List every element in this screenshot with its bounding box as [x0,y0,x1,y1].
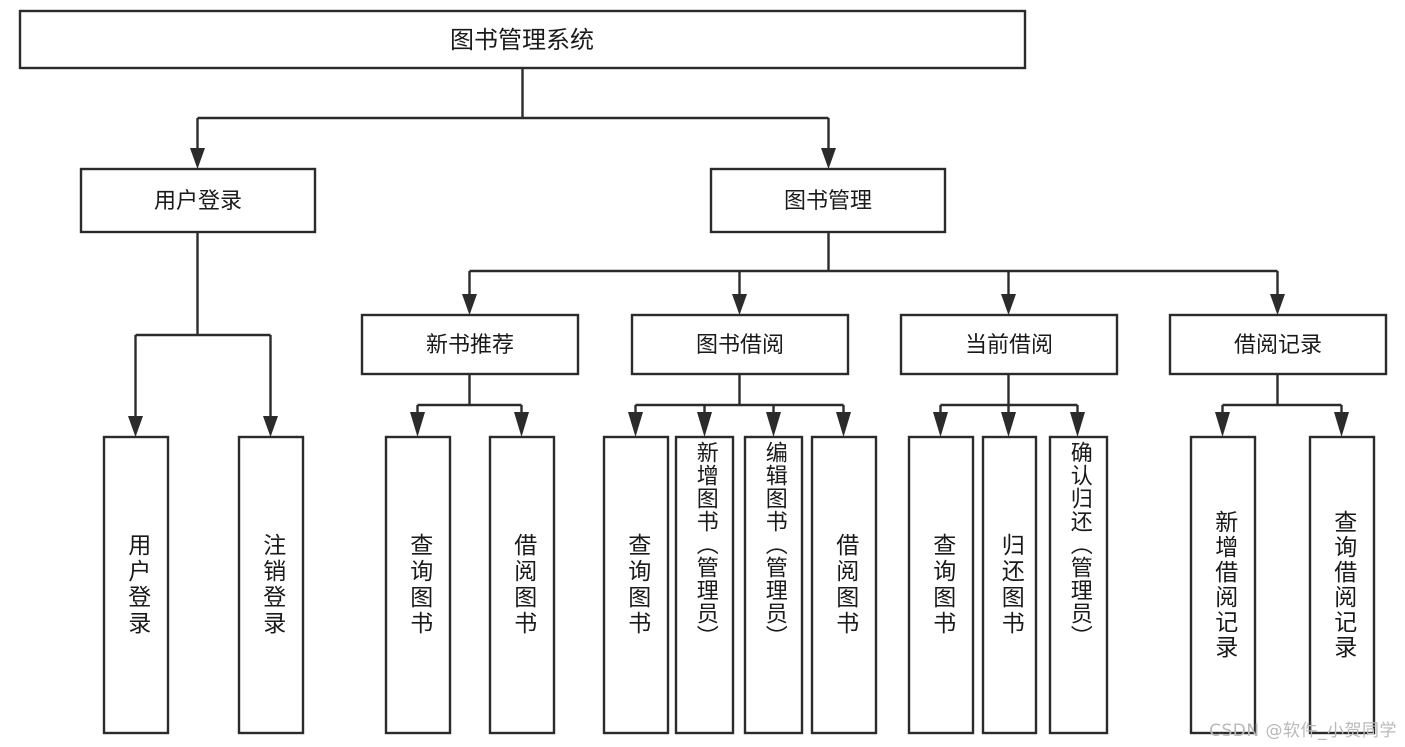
label-leaf-query-book-3: 查询图书 [928,533,955,637]
node-leaf-user-login[interactable] [102,435,170,735]
label-leaf-add-book: 新增图书（管理员） [692,441,718,648]
label-leaf-add-record: 新增借阅记录 [1210,510,1237,660]
node-leaf-confirm-return[interactable] [1048,435,1109,735]
label-leaf-user-login: 用户登录 [123,533,150,637]
node-current-borrow[interactable] [899,313,1119,376]
arrow-to-leaf-query-book-1 [410,412,425,437]
node-leaf-query-book-2[interactable] [602,435,670,735]
arrow-to-leaf-query-record [1334,412,1349,437]
connector-layer [128,68,1349,437]
horizontal-label-layer: 图书管理系统 用户登录 图书管理 新书推荐 图书借阅 当前借阅 借阅记录 [154,26,1322,358]
csdn-watermark: CSDN @软件_小贺同学 [1209,721,1397,741]
node-leaf-borrow-book-2[interactable] [810,435,878,735]
label-root: 图书管理系统 [450,26,594,54]
label-leaf-edit-book: 编辑图书（管理员） [761,441,787,648]
node-leaf-query-book-3[interactable] [907,435,975,735]
label-borrow-record: 借阅记录 [1234,333,1322,358]
node-leaf-edit-book[interactable] [743,435,804,735]
arrow-to-leaf-query-book-3 [933,412,948,437]
label-leaf-query-record: 查询借阅记录 [1329,510,1356,660]
arrow-to-leaf-borrow-book-2 [836,412,851,437]
arrow-to-book-manage [821,148,836,169]
arrow-to-user-login [190,148,205,169]
node-book-borrow[interactable] [630,313,850,376]
arrow-to-leaf-return-book [1001,412,1016,437]
arrow-to-borrow-record [1270,294,1285,315]
label-book-manage: 图书管理 [784,189,872,214]
node-borrow-record[interactable] [1168,313,1388,376]
arrow-to-leaf-query-book-2 [628,412,643,437]
node-leaf-return-book[interactable] [981,435,1038,735]
node-book-manage[interactable] [709,167,947,234]
arrow-to-leaf-add-record [1215,412,1230,437]
arrow-to-leaf-borrow-book-1 [514,412,529,437]
label-new-book-recommend: 新书推荐 [426,333,514,358]
node-leaf-add-record[interactable] [1189,435,1257,735]
label-leaf-logout-login: 注销登录 [258,533,285,637]
node-root[interactable] [18,9,1027,70]
arrow-to-leaf-add-book [697,412,712,437]
label-current-borrow: 当前借阅 [965,333,1053,358]
node-leaf-query-book-1[interactable] [384,435,452,735]
node-leaf-query-record[interactable] [1308,435,1376,735]
label-leaf-confirm-return: 确认归还（管理员） [1066,441,1092,648]
label-leaf-return-book: 归还图书 [997,533,1024,637]
label-leaf-query-book-1: 查询图书 [405,533,432,637]
label-leaf-borrow-book-2: 借阅图书 [831,533,858,637]
label-user-login: 用户登录 [154,189,242,214]
node-user-login[interactable] [79,167,317,234]
node-new-book-recommend[interactable] [360,313,580,376]
arrow-to-leaf-edit-book [766,412,781,437]
arrow-to-leaf-user-login [128,416,143,437]
node-layer [18,9,1388,735]
arrow-to-current-borrow [1001,294,1016,315]
node-leaf-add-book[interactable] [674,435,735,735]
label-book-borrow: 图书借阅 [696,333,784,358]
arrow-to-leaf-confirm-return [1070,412,1085,437]
node-leaf-logout-login[interactable] [237,435,305,735]
arrow-to-leaf-logout-login [263,416,278,437]
node-leaf-borrow-book-1[interactable] [488,435,556,735]
label-leaf-query-book-2: 查询图书 [623,533,650,637]
arrow-to-new-book-recommend [462,294,477,315]
label-leaf-borrow-book-1: 借阅图书 [509,533,536,637]
arrow-to-book-borrow [732,294,747,315]
